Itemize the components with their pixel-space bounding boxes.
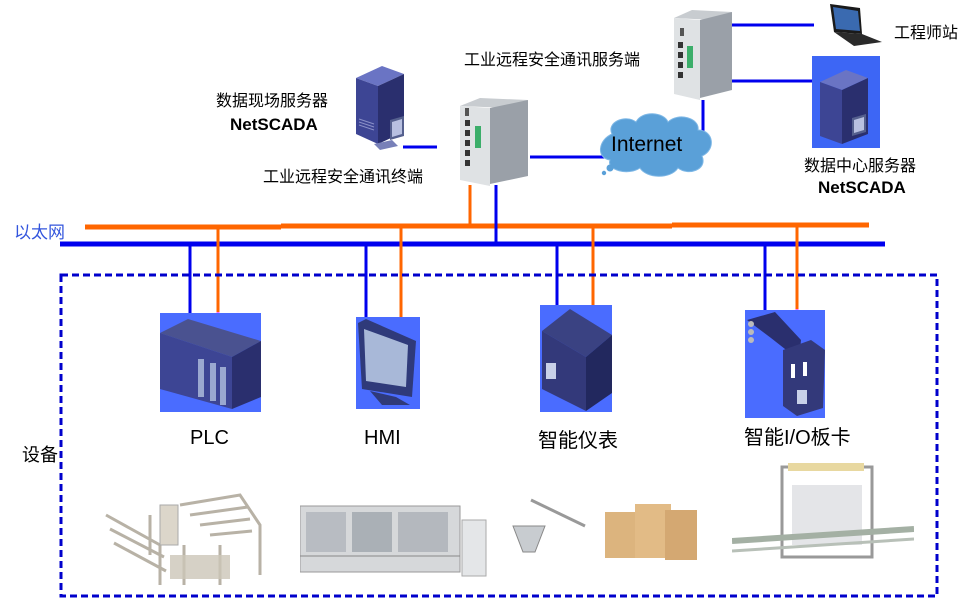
device-label-hmi: HMI (364, 427, 401, 449)
device-smart-io-card[interactable] (745, 310, 825, 418)
equipment-label: 设备 (22, 445, 58, 466)
smart-meter-icon (542, 309, 612, 411)
server-tower-icon (356, 66, 404, 150)
hmi-monitor-icon (358, 319, 416, 405)
device-plc[interactable] (160, 313, 261, 412)
secure-comm-server-end[interactable] (672, 8, 734, 100)
machine-packing (732, 455, 914, 573)
terminal-label: 工业远程安全通讯终端 (263, 167, 424, 186)
machine-blow-molding (505, 490, 705, 570)
device-smart-meter[interactable] (540, 305, 612, 412)
device-drops (188, 225, 799, 329)
engineer-station[interactable] (820, 2, 884, 48)
site-server[interactable] (352, 64, 414, 158)
io-card-icon (747, 312, 825, 416)
device-hmi[interactable] (356, 317, 420, 409)
packing-machine-image (732, 463, 914, 559)
internet-cloud (600, 113, 712, 177)
ethernet-label: 以太网 (14, 223, 65, 243)
server-tower-icon (820, 70, 868, 144)
data-center-server-product: NetSCADA (818, 178, 906, 197)
device-label-plc: PLC (190, 427, 229, 449)
gateway-device-icon (674, 10, 732, 100)
filling-machine-image (300, 505, 487, 577)
gateway-device-icon (460, 98, 528, 186)
secure-comm-terminal[interactable] (458, 96, 530, 188)
orange-bus (85, 222, 869, 230)
blow-molding-image (512, 498, 697, 560)
machine-filling (300, 490, 490, 580)
laptop-icon (830, 4, 882, 46)
machine-pipe-processing (100, 485, 270, 593)
data-center-server[interactable] (812, 56, 880, 148)
internet-label: Internet (611, 133, 683, 156)
site-server-name: 数据现场服务器 (216, 91, 329, 110)
site-server-product: NetSCADA (230, 115, 318, 134)
server-end-label: 工业远程安全通讯服务端 (464, 50, 641, 69)
data-center-server-name: 数据中心服务器 (804, 156, 917, 175)
pipe-machine-image (105, 493, 262, 585)
plc-icon (160, 319, 261, 409)
engineer-station-label: 工程师站 (894, 23, 959, 42)
device-label-smart-meter: 智能仪表 (538, 430, 618, 452)
device-label-smart-io-card: 智能I/O板卡 (744, 427, 851, 449)
equipment-boundary (59, 273, 939, 598)
